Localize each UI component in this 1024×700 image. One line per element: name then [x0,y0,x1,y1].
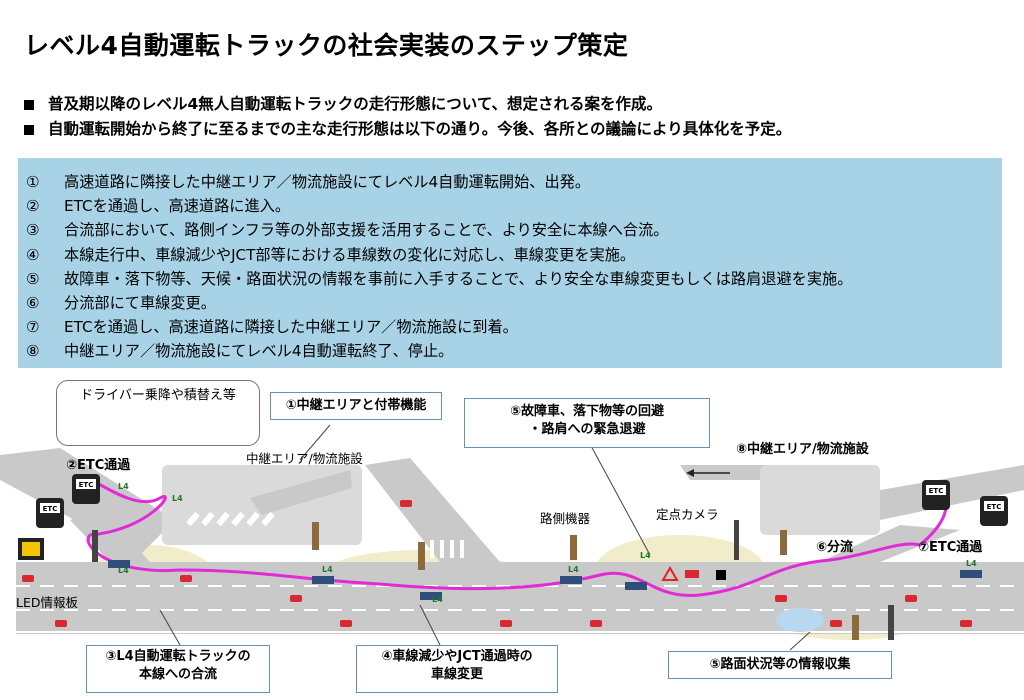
arrow-head-icon [686,469,694,477]
camera-pole-icon [92,530,98,562]
right-access-road [880,465,1024,520]
road-info-callout: ⑤路面状況等の情報収集 [668,651,892,679]
steps-panel [18,158,1002,368]
avoid-callout: ⑤故障車、落下物等の回避 ・路肩への緊急退避 [464,398,710,448]
relay-area-callout: ①中継エリアと付帯機能 [270,392,442,420]
l4-badge: L4 [432,595,443,604]
etc-gate-icon [36,498,64,528]
camera-pole-icon [734,520,739,560]
parking-stripes-left [186,511,275,527]
warning-triangle-icon [661,566,679,581]
bullet-item: 普及期以降のレベル4無人自動運転トラックの走行形態について、想定される案を作成。 [24,92,791,117]
roadside-equipment-label: 路側機器 [540,511,591,526]
jct-zebra [430,540,464,558]
car-icons [22,500,972,627]
diverge-ramp [820,525,960,562]
truck-icon [960,570,982,578]
etc-gate-text: ETC [43,505,58,513]
broken-car-icon [685,570,699,578]
truck-icon [312,576,334,584]
wet-road-icon [776,608,824,632]
leader-line [159,609,181,646]
facility-in-label: 中継エリア/物流施設 [246,451,363,466]
roadside-pole-icons [312,522,859,640]
summary-bullets: 普及期以降のレベル4無人自動運転トラックの走行形態について、想定される案を作成。… [24,92,791,142]
etc-gate-text: ETC [929,487,944,495]
relay-facility-right [760,465,880,535]
fixed-camera-label: 定点カメラ [656,507,719,522]
led-board-screen [22,542,40,556]
camera-pole-icon [888,605,894,640]
bullet-item: 自動運転開始から終了に至るまでの主な走行形態は以下の通り。今後、各所との議論によ… [24,117,791,142]
square-bullet-icon [24,124,34,135]
etc-gate-icon [922,480,950,510]
l4-badge: L4 [640,551,651,560]
leader-line [589,443,651,556]
diverge-label: ⑥分流 [816,540,854,555]
l4-badge: L4 [118,482,129,491]
l4-badge: L4 [568,565,579,574]
fallen-object-icon [716,570,726,580]
truck-icon [108,560,130,568]
truck-icon [560,576,582,584]
leader-line [299,424,331,461]
etc-gate-text: ETC [987,503,1002,511]
l4-badge: L4 [322,565,333,574]
etc-gate-icon [980,496,1008,526]
facility-out-label: ⑧中継エリア/物流施設 [736,442,869,457]
facility-road [250,470,352,515]
etc-out-label: ⑦ETC通過 [918,540,983,555]
lane-change-callout: ④車線減少やJCT通過時の 車線変更 [356,645,558,693]
led-board-label: LED情報板 [16,595,78,610]
page-title: レベル4自動運転トラックの社会実装のステップ策定 [24,31,629,60]
driver-task-callout: ドライバー乗降や積替え等 [56,380,260,446]
l4-badge: L4 [172,494,183,503]
l4-route-line [86,476,948,597]
merge-callout: ③L4自動運転トラックの 本線への合流 [86,645,270,693]
l4-badge: L4 [118,566,129,575]
jct-road [365,458,500,562]
leader-line [789,631,811,651]
merge-ramp [70,510,150,562]
square-bullet-icon [24,99,34,110]
etc-gate-icon [72,474,100,504]
truck-icon [420,592,442,600]
etc-gate-text: ETC [79,481,94,489]
etc-in-label: ②ETC通過 [66,458,131,473]
l4-badge: L4 [966,559,977,568]
leader-line [419,604,441,646]
truck-icon [625,582,647,590]
